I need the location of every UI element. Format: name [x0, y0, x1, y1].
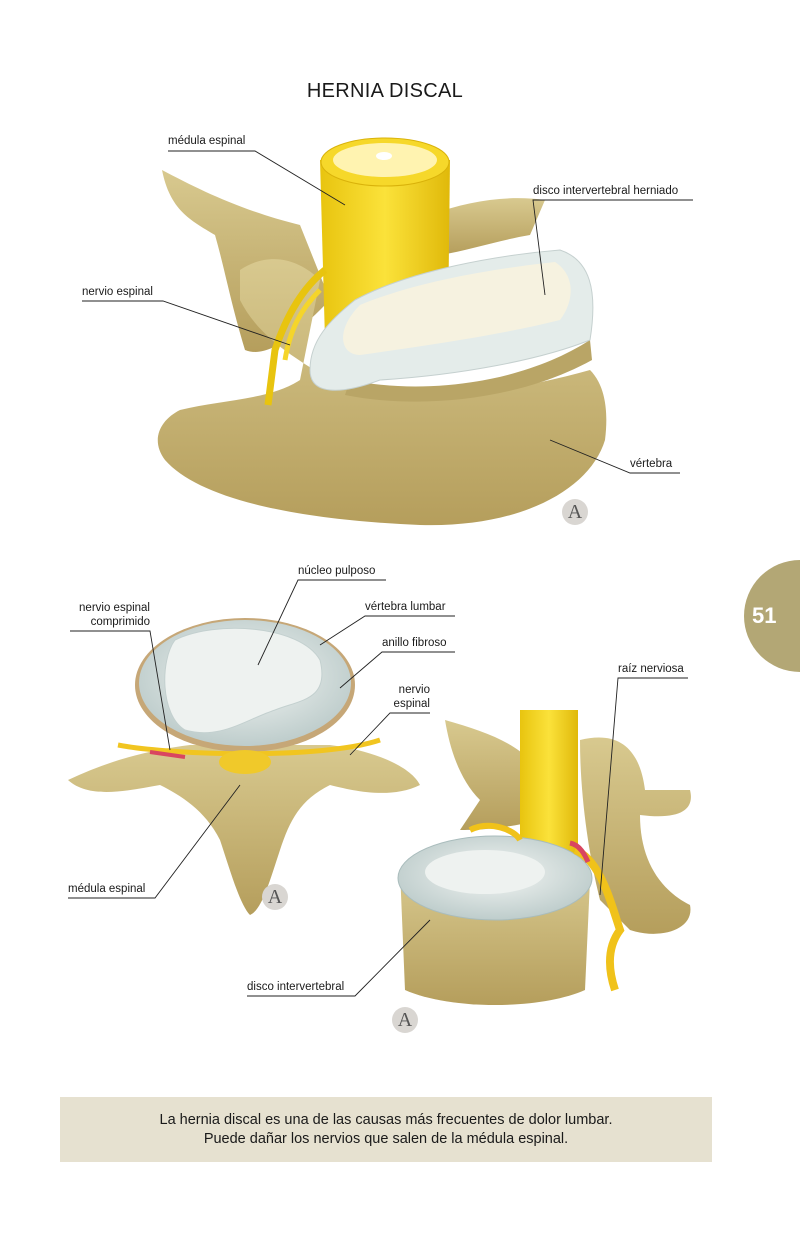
caption-line: La hernia discal es una de las causas má… [159, 1112, 613, 1128]
label-nucleus-pulposus: núcleo pulposo [298, 565, 376, 577]
caption-box: La hernia discal es una de las causas má… [60, 1097, 712, 1162]
publisher-logo: A [562, 499, 588, 525]
label-vertebra: vértebra [630, 458, 673, 470]
label-herniated-disc: disco intervertebral herniado [533, 185, 679, 197]
label-line: nervio [398, 684, 430, 696]
label-line: nervio espinal [79, 602, 150, 614]
label-compressed-nerve: nervio espinal comprimido [60, 601, 150, 629]
page-number: 51 [752, 603, 777, 628]
label-spinal-cord-top: médula espinal [168, 135, 246, 147]
publisher-logo: A [262, 884, 288, 910]
top-vertebra-illustration [157, 137, 607, 526]
label-nerve-root: raíz nerviosa [618, 663, 684, 675]
label-spinal-nerve-bottom: nervio espinal [370, 683, 430, 711]
lumbar-vertebra-top-view-illustration [68, 618, 420, 915]
label-spinal-nerve-top: nervio espinal [82, 286, 153, 298]
label-spinal-cord-bottom: médula espinal [68, 883, 146, 895]
label-intervertebral-disc: disco intervertebral [247, 981, 345, 993]
page-title: HERNIA DISCAL [306, 80, 464, 102]
label-annulus-fibrosus: anillo fibroso [382, 637, 447, 649]
label-line: comprimido [90, 616, 150, 628]
publisher-logo: A [392, 1007, 418, 1033]
label-line: espinal [393, 698, 430, 710]
label-lumbar-vertebra: vértebra lumbar [365, 601, 446, 613]
leader-lines [68, 150, 693, 997]
caption-line: Puede dañar los nervios que salen de la … [203, 1131, 569, 1147]
lumbar-vertebra-side-view-illustration [397, 710, 691, 1005]
